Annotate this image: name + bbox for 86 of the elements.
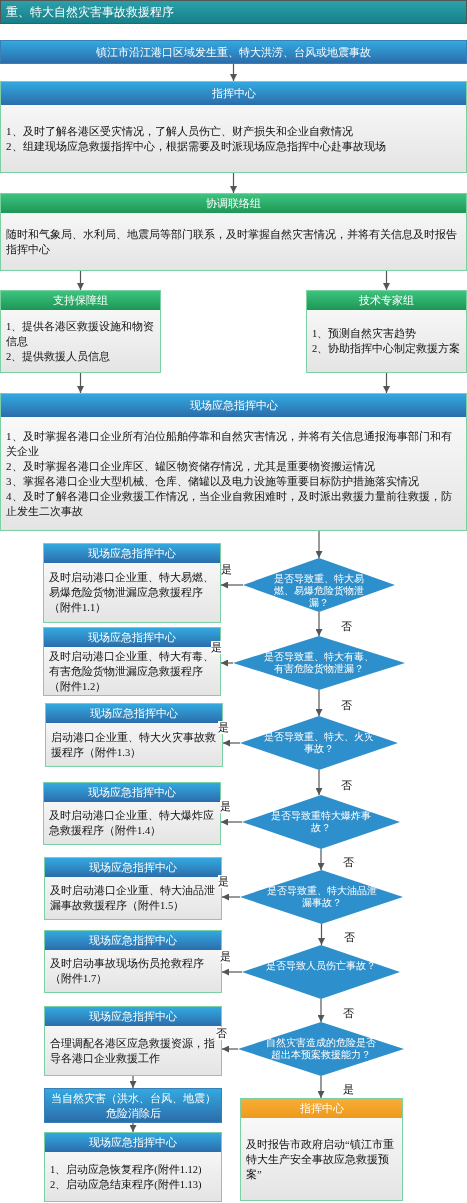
event-banner: 镇江市沿江港口区域发生重、特大洪涝、台风或地震事故 xyxy=(0,40,467,64)
card-text: 及时启动港口企业重、特大油品泄漏事故救援程序（附件1.5） xyxy=(50,884,216,913)
arrow xyxy=(230,63,237,82)
card-text: 启动港口企业重、特大火灾事故救援程序（附件1.3） xyxy=(51,730,217,760)
card-title: 现场应急指挥中心 xyxy=(45,931,221,950)
process-card xyxy=(0,393,467,531)
arrow xyxy=(317,998,325,1023)
card-title: 现场应急指挥中心 xyxy=(45,1007,221,1026)
decision-text: 是否导致重、特大有毒、有害危险货物泄漏？ xyxy=(263,651,375,675)
card-text: 及时启动事故现场伤员抢救程序（附件1.7） xyxy=(50,957,205,986)
arrow xyxy=(222,739,241,747)
card-title: 现场应急指挥中心 xyxy=(44,544,220,563)
edge-label: 是 xyxy=(220,950,231,963)
card-text: 1、提供各港区救援设施和物资信息 xyxy=(6,319,155,349)
process-card xyxy=(0,290,161,373)
process-card xyxy=(44,1132,222,1202)
card-text: 3、掌握各港口企业大型机械、仓库、储罐以及电力设施等重要目标防护措施落实情况 xyxy=(6,473,420,489)
card-title: 现场应急指挥中心 xyxy=(45,1133,221,1152)
arrow xyxy=(220,818,243,826)
process-card xyxy=(43,782,221,845)
edge-label: 否 xyxy=(343,930,355,944)
card-text: 及时报告市政府启动“镇江市重特大生产安全事故应急救援预案” xyxy=(246,1137,395,1182)
card-text: 1、及时掌握各港口企业所有泊位船舶停靠和自然灾害情况，并将有关信息通报海事部门和有关企业 xyxy=(6,428,453,459)
card-text: 1、启动应急恢复程序(附件1.12) xyxy=(50,1162,203,1177)
process-card xyxy=(240,1098,403,1201)
arrow xyxy=(220,581,244,589)
arrow xyxy=(315,689,323,717)
card-text: 2、提供救援人员信息 xyxy=(6,349,112,364)
arrow xyxy=(315,611,323,637)
edge-label: 否 xyxy=(341,699,352,712)
card-title: 现场应急指挥中心 xyxy=(44,783,220,802)
card-text: 随时和气象局、水利局、地震局等部门联系，及时掌握自然灾害情况，并将有关信息及时报告指挥中心 xyxy=(6,226,458,257)
arrow xyxy=(77,270,84,291)
arrow xyxy=(318,923,325,946)
card-text: 及时启动港口企业重、特大易燃、易爆危险货物泄漏应急救援程序（附件1.1） xyxy=(49,571,215,615)
process-card xyxy=(306,290,467,373)
card-text: 2、协助指挥中心制定救援方案 xyxy=(312,341,461,356)
card-text: 合理调配各港区应急救援资源，指导各港口企业救援工作 xyxy=(50,1036,216,1066)
edge-label: 是 xyxy=(218,721,229,734)
arrow xyxy=(221,1045,239,1053)
edge-label: 是 xyxy=(343,1083,354,1096)
edge-label: 否 xyxy=(343,855,354,869)
card-text: 2、及时掌握各港口企业库区、罐区物资储存情况，尤其是重要物资搬运情况 xyxy=(6,458,376,474)
arrow xyxy=(221,893,241,901)
arrow xyxy=(383,372,390,394)
process-card xyxy=(44,930,222,993)
card-text: 4、及时了解各港口企业救援工作情况，当企业自救困难时，及时派出救援力量前往救援，防止发生二次事故 xyxy=(6,488,453,519)
title-banner: 重、特大自然灾害事故救援程序 xyxy=(0,0,467,24)
arrow xyxy=(383,270,390,291)
process-card xyxy=(43,627,221,696)
edge-label: 是 xyxy=(218,875,229,888)
card-title: 指挥中心 xyxy=(1,82,466,105)
card-text: 2、启动应急结束程序(附件1.13) xyxy=(50,1177,203,1192)
arrow xyxy=(129,1122,137,1133)
card-text: 2、组建现场应急救援指挥中心，根据需要及时派现场应急指挥中心赴事故现场 xyxy=(6,138,387,154)
arrow xyxy=(220,659,234,667)
process-card xyxy=(0,193,467,271)
arrow xyxy=(77,372,84,394)
card-text: 1、预测自然灾害趋势 xyxy=(312,327,418,341)
arrow xyxy=(317,848,325,871)
card-title: 指挥中心 xyxy=(241,1099,402,1118)
decision-text: 是否导致重、特大易燃、易爆危险货物泄漏？ xyxy=(273,573,365,609)
arrow xyxy=(315,530,323,559)
process-card xyxy=(43,543,221,623)
arrow xyxy=(129,1075,137,1089)
card-title: 现场应急指挥中心 xyxy=(45,858,221,877)
edge-label: 是 xyxy=(220,800,231,813)
edge-label: 否 xyxy=(343,1006,354,1020)
card-title: 现场应急指挥中心 xyxy=(1,394,466,417)
edge-label: 是 xyxy=(221,563,232,576)
card-title: 协调联络组 xyxy=(1,194,466,213)
arrow xyxy=(315,769,323,796)
process-card xyxy=(0,81,467,173)
arrow xyxy=(230,172,237,194)
card-title: 现场应急指挥中心 xyxy=(46,704,222,723)
edge-label: 否 xyxy=(341,778,352,792)
edge-label: 否 xyxy=(216,1027,227,1040)
card-title: 支持保障组 xyxy=(1,291,160,310)
arrow xyxy=(317,1075,325,1099)
card-text: 及时启动港口企业重、特大爆炸应急救援程序（附件1.4） xyxy=(49,809,215,838)
card-title: 技术专家组 xyxy=(307,291,466,310)
decision-text: 是否导致重特大爆炸事故？ xyxy=(270,810,372,834)
arrow xyxy=(221,968,243,976)
edge-label: 否 xyxy=(341,620,352,633)
card-text: 1、及时了解各港区受灾情况，了解人员伤亡、财产损失和企业自救情况 xyxy=(6,123,354,139)
event-banner: 当自然灾害（洪水、台风、地震）危险消除后 xyxy=(44,1088,222,1123)
